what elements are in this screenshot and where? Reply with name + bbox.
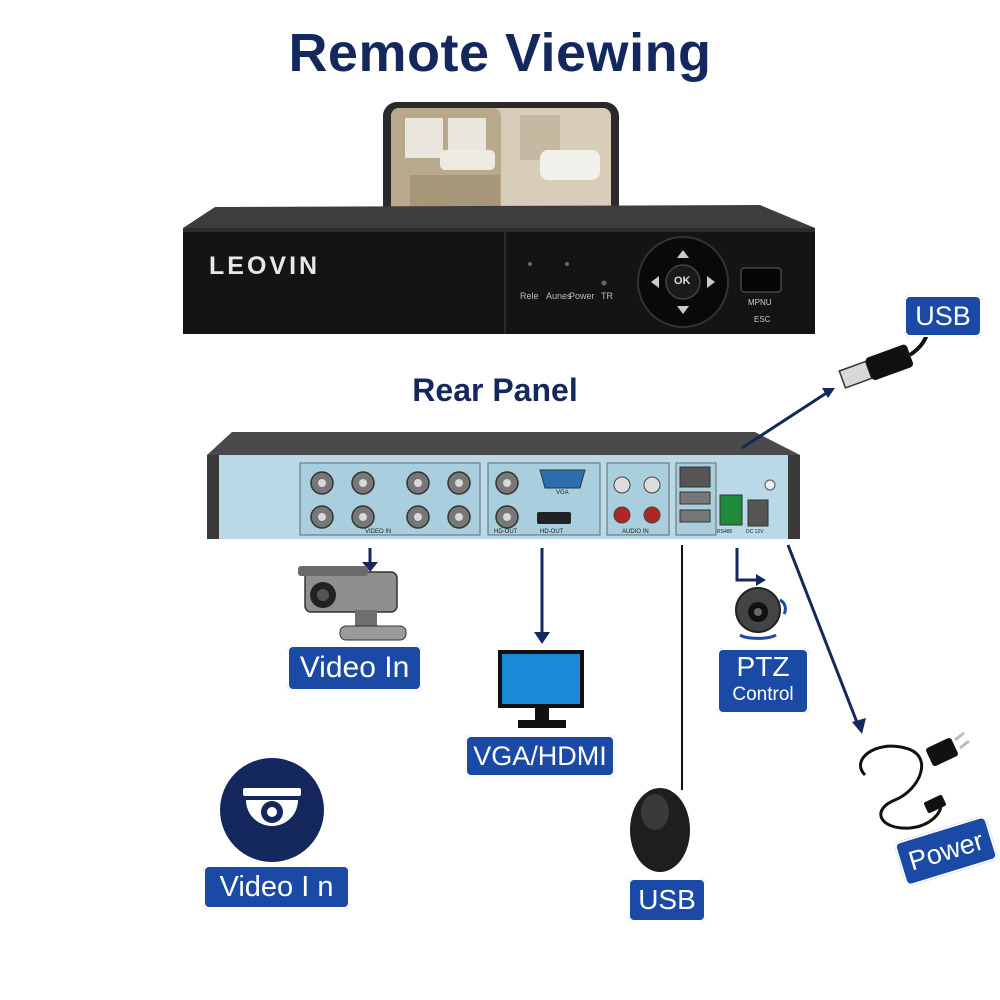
label-ptz-line2: Control <box>732 684 794 705</box>
port-label-rs485: RS485 <box>717 529 733 535</box>
label-video-in: Video In <box>287 645 422 691</box>
ptz-camera-icon <box>735 587 787 640</box>
port-label-video-in: VIDEO IN <box>365 529 392 535</box>
rear-panel-title: Rear Panel <box>412 372 578 408</box>
port-label-hd-out-2: HD-OUT <box>540 529 564 535</box>
dome-camera-icon <box>220 758 324 862</box>
brand-logo: LEOVIN <box>209 252 321 280</box>
dvr-rear-panel <box>207 432 800 539</box>
ok-button: OK <box>674 275 691 287</box>
port-label-vga: VGA <box>556 490 569 496</box>
led-label-rele: Rele <box>520 291 539 301</box>
label-usb-top: USB <box>904 295 982 337</box>
label-ptz-control: PTZ Control <box>717 648 809 714</box>
power-cord-icon <box>859 731 970 830</box>
port-label-hd-out-1: HD-OUT <box>494 529 518 535</box>
connection-arrows <box>368 390 860 726</box>
page-title: Remote Viewing <box>288 23 712 83</box>
label-usb-bottom: USB <box>628 878 706 922</box>
label-vga-hdmi: VGA/HDMI <box>465 735 615 777</box>
esc-label: ESC <box>754 315 771 324</box>
bullet-camera-icon <box>298 566 407 641</box>
led-label-power: Power <box>569 291 595 301</box>
dvr-icon <box>183 205 815 334</box>
mouse-icon <box>630 788 690 872</box>
menu-label: MPNU <box>748 298 772 307</box>
port-label-audio-in: AUDIO IN <box>622 529 649 535</box>
led-label-aunes: Aunes <box>546 291 572 301</box>
arrow-heads <box>362 388 866 734</box>
label-video-in-2: Video I n <box>203 865 350 909</box>
led-label-tr: TR <box>601 291 613 301</box>
label-ptz-line1: PTZ <box>736 651 790 682</box>
monitor-icon <box>498 650 584 728</box>
smartphone-icon <box>383 102 619 222</box>
port-label-dc: DC 12V <box>746 529 764 535</box>
